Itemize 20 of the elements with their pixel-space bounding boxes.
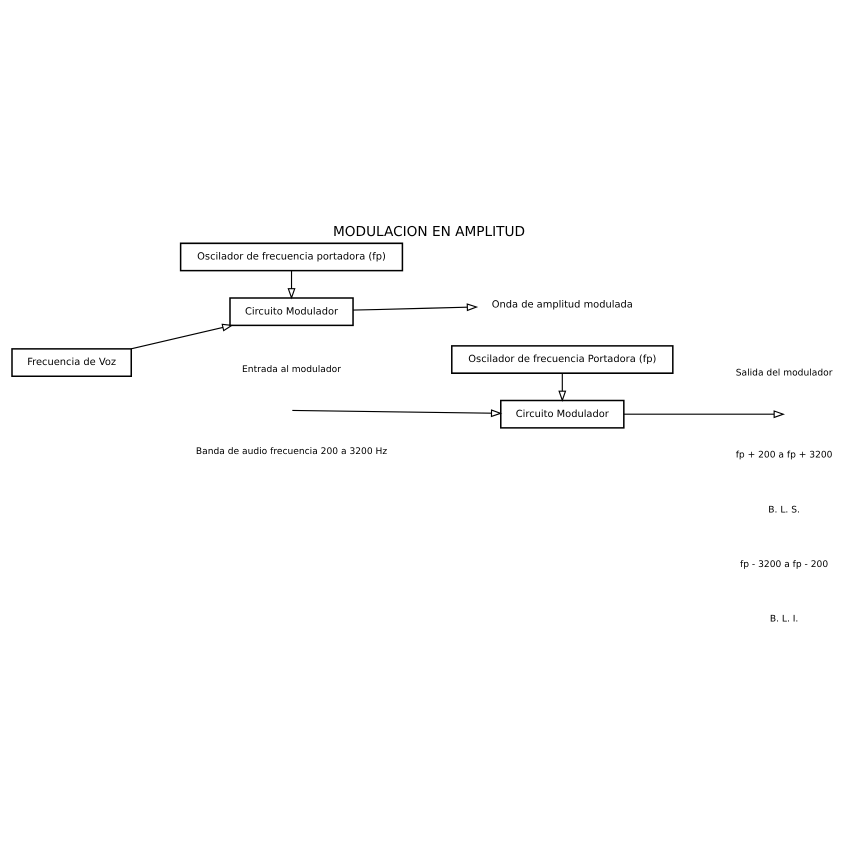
diagram-title: MODULACION EN AMPLITUD (333, 224, 525, 240)
label: Salida del modulador (736, 368, 832, 378)
arrow (624, 410, 785, 418)
node-box: Circuito Modulador (500, 399, 625, 428)
label: B. L. I. (770, 614, 798, 624)
node-box: Circuito Modulador (229, 296, 354, 326)
label: Banda de audio frecuencia 200 a 3200 Hz (196, 446, 388, 456)
arrow (288, 270, 296, 299)
node-text: Onda de amplitud modulada (492, 298, 633, 310)
label: fp - 3200 a fp - 200 (740, 559, 828, 570)
arrow (131, 323, 234, 349)
node-box: Oscilador de frecuencia portadora (fp) (180, 242, 404, 271)
label: fp + 200 a fp + 3200 (736, 450, 832, 460)
arrow (558, 372, 566, 402)
arrow (353, 302, 478, 311)
arrow (292, 408, 502, 417)
label: B. L. S. (768, 504, 800, 515)
node-box: Frecuencia de Voz (11, 348, 132, 376)
node-box: Oscilador de frecuencia Portadora (fp) (451, 344, 674, 374)
label: Entrada al modulador (242, 364, 341, 374)
